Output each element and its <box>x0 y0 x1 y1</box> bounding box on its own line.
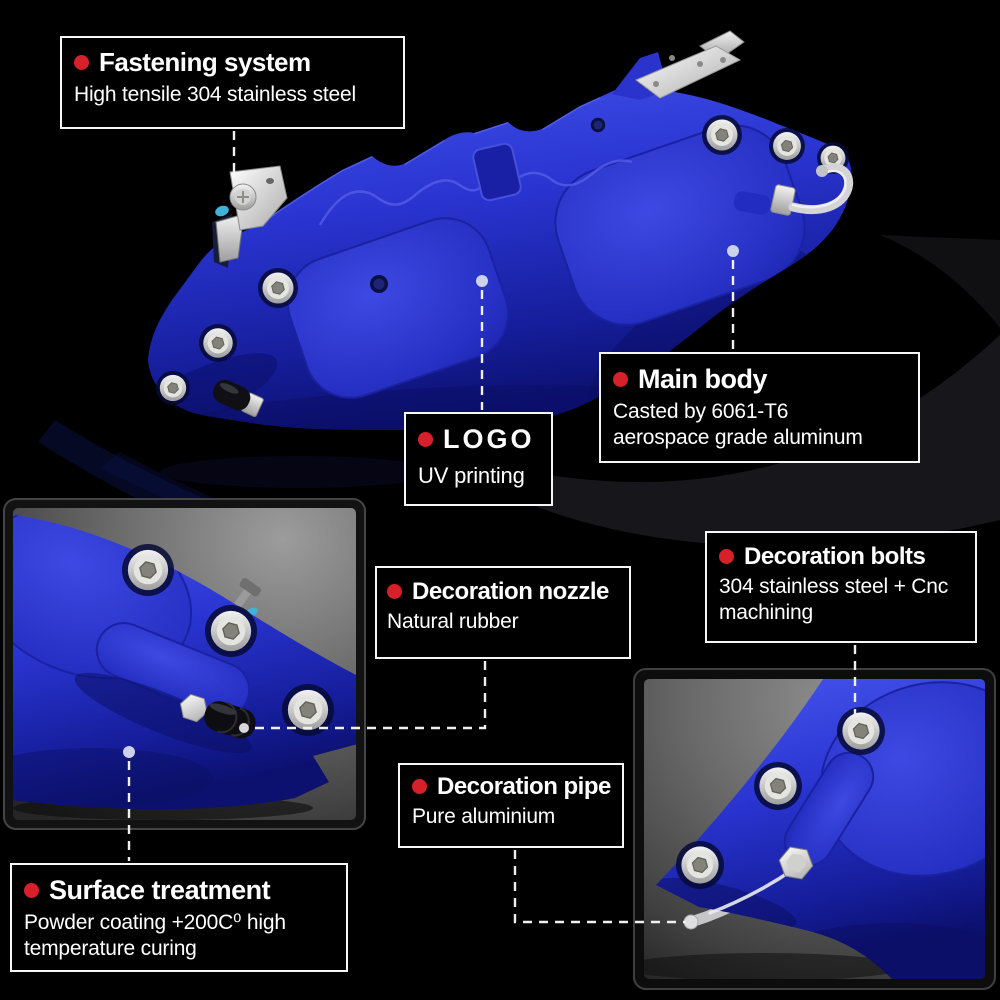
label-title: Fastening system <box>99 47 311 77</box>
left-face-panel <box>286 217 510 399</box>
label-subtitle: Pure aluminium <box>412 805 556 829</box>
bolt-icon <box>675 840 725 890</box>
label-main-body: Main body Casted by 6061-T6 aerospace gr… <box>599 352 920 463</box>
pipe-tip <box>683 914 699 930</box>
label-title: Surface treatment <box>49 875 271 905</box>
inset-photo-bolts-pipe <box>633 668 996 990</box>
label-decoration-nozzle: Decoration nozzle Natural rubber <box>375 566 631 659</box>
main-face-panel <box>554 124 806 326</box>
inset-left-photo <box>13 508 356 820</box>
bolt-icon <box>753 761 803 811</box>
label-subtitle: UV printing <box>418 463 525 489</box>
label-subtitle: Natural rubber <box>387 610 519 634</box>
label-logo: LOGO UV printing <box>404 412 553 506</box>
red-dot-icon <box>719 549 734 565</box>
red-dot-icon <box>412 779 427 795</box>
red-dot-icon <box>613 372 628 388</box>
bolt-icon <box>121 543 175 597</box>
label-subtitle: Casted by 6061-T6 aerospace grade alumin… <box>613 400 863 449</box>
red-dot-icon <box>74 55 89 71</box>
red-dot-icon <box>24 883 39 899</box>
label-title: Decoration pipe <box>437 773 611 800</box>
pipe-hex-nut <box>778 846 814 880</box>
banjo-pipe <box>733 163 854 216</box>
label-subtitle: Powder coating +200C⁰ high temperature c… <box>24 911 286 960</box>
bolt-icon <box>836 706 886 756</box>
label-surface-treatment: Surface treatment Powder coating +200C⁰ … <box>10 863 348 972</box>
logo-slot <box>472 142 522 202</box>
label-title: Decoration bolts <box>744 543 926 570</box>
red-dot-icon <box>387 584 402 600</box>
label-subtitle: High tensile 304 stainless steel <box>74 82 356 106</box>
label-subtitle: 304 stainless steel + Cnc machining <box>719 575 949 624</box>
fastening-bracket <box>212 165 288 268</box>
rubber-nozzle <box>212 379 264 418</box>
bolt-icon <box>204 604 258 658</box>
label-title: Main body <box>638 364 768 394</box>
label-title: Decoration nozzle <box>412 578 609 605</box>
inset-right-photo <box>644 679 985 979</box>
red-dot-icon <box>418 432 433 448</box>
bolt-icon <box>281 683 335 737</box>
label-title: LOGO <box>443 424 535 454</box>
inset-photo-surface-nozzle <box>3 498 366 830</box>
mounting-plate <box>612 30 745 100</box>
label-fastening-system: Fastening system High tensile 304 stainl… <box>60 36 405 129</box>
label-decoration-pipe: Decoration pipe Pure aluminium <box>398 763 624 848</box>
label-decoration-bolts: Decoration bolts 304 stainless steel + C… <box>705 531 977 643</box>
